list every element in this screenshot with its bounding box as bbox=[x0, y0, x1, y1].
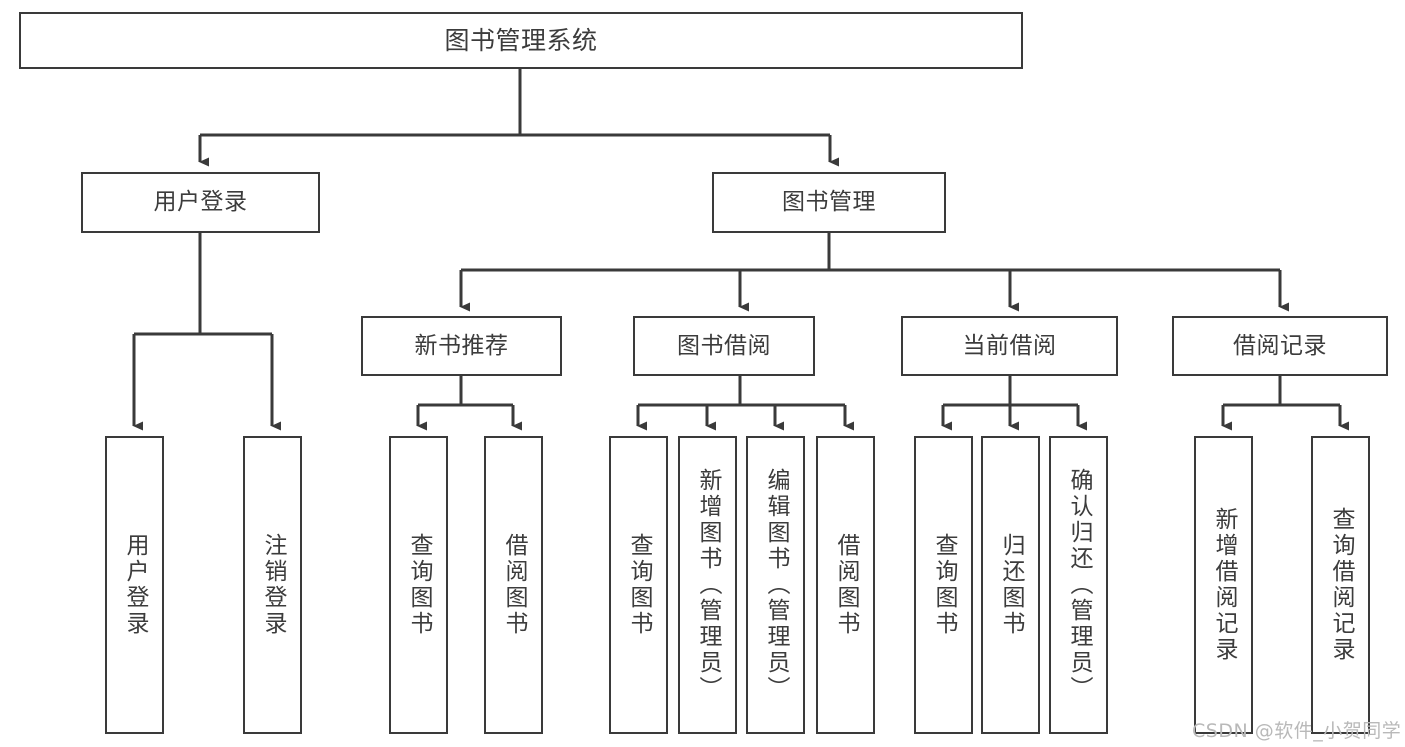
node-leaf-borrow-book-1-label: 借阅图书 bbox=[501, 533, 527, 637]
node-leaf-borrow-book-2-label: 借阅图书 bbox=[833, 533, 859, 637]
node-leaf-add-record[interactable]: 新增借阅记录 bbox=[1194, 436, 1253, 734]
node-leaf-user-login-label: 用户登录 bbox=[122, 533, 148, 637]
node-root-label: 图书管理系统 bbox=[444, 26, 598, 55]
node-leaf-return-book[interactable]: 归还图书 bbox=[981, 436, 1040, 734]
node-user-login[interactable]: 用户登录 bbox=[81, 172, 320, 233]
node-new-book-recommend[interactable]: 新书推荐 bbox=[361, 316, 562, 376]
node-book-admin-label: 图书管理 bbox=[782, 189, 876, 216]
node-leaf-add-record-label: 新增借阅记录 bbox=[1211, 507, 1237, 663]
node-current-borrow[interactable]: 当前借阅 bbox=[901, 316, 1118, 376]
node-leaf-query-book-1[interactable]: 查询图书 bbox=[389, 436, 448, 734]
csdn-watermark: CSDN @软件_小贺同学 bbox=[1192, 720, 1402, 742]
node-leaf-query-record-label: 查询借阅记录 bbox=[1328, 507, 1354, 663]
node-leaf-user-login[interactable]: 用户登录 bbox=[105, 436, 164, 734]
node-leaf-return-book-label: 归还图书 bbox=[998, 533, 1024, 637]
node-leaf-add-book[interactable]: 新增图书（管理员） bbox=[678, 436, 737, 734]
node-leaf-borrow-book-1[interactable]: 借阅图书 bbox=[484, 436, 543, 734]
node-book-borrow-label: 图书借阅 bbox=[677, 332, 771, 359]
node-leaf-query-book-1-label: 查询图书 bbox=[406, 533, 432, 637]
node-new-book-recommend-label: 新书推荐 bbox=[414, 332, 509, 359]
node-root[interactable]: 图书管理系统 bbox=[19, 12, 1023, 69]
node-leaf-borrow-book-2[interactable]: 借阅图书 bbox=[816, 436, 875, 734]
node-leaf-query-book-2[interactable]: 查询图书 bbox=[609, 436, 668, 734]
node-leaf-confirm-return-label: 确认归还（管理员） bbox=[1066, 468, 1092, 702]
node-current-borrow-label: 当前借阅 bbox=[962, 332, 1057, 359]
node-leaf-query-book-2-label: 查询图书 bbox=[626, 533, 652, 637]
node-leaf-query-record[interactable]: 查询借阅记录 bbox=[1311, 436, 1370, 734]
node-borrow-record[interactable]: 借阅记录 bbox=[1172, 316, 1388, 376]
node-leaf-query-book-3-label: 查询图书 bbox=[931, 533, 957, 637]
node-user-login-label: 用户登录 bbox=[153, 189, 248, 216]
node-leaf-confirm-return[interactable]: 确认归还（管理员） bbox=[1049, 436, 1108, 734]
node-book-borrow[interactable]: 图书借阅 bbox=[633, 316, 815, 376]
node-book-admin[interactable]: 图书管理 bbox=[712, 172, 946, 233]
node-leaf-logout-login[interactable]: 注销登录 bbox=[243, 436, 302, 734]
node-leaf-logout-login-label: 注销登录 bbox=[260, 533, 286, 637]
node-leaf-add-book-label: 新增图书（管理员） bbox=[695, 468, 721, 702]
node-leaf-edit-book-label: 编辑图书（管理员） bbox=[763, 468, 789, 702]
node-leaf-query-book-3[interactable]: 查询图书 bbox=[914, 436, 973, 734]
node-borrow-record-label: 借阅记录 bbox=[1233, 332, 1327, 359]
node-leaf-edit-book[interactable]: 编辑图书（管理员） bbox=[746, 436, 805, 734]
